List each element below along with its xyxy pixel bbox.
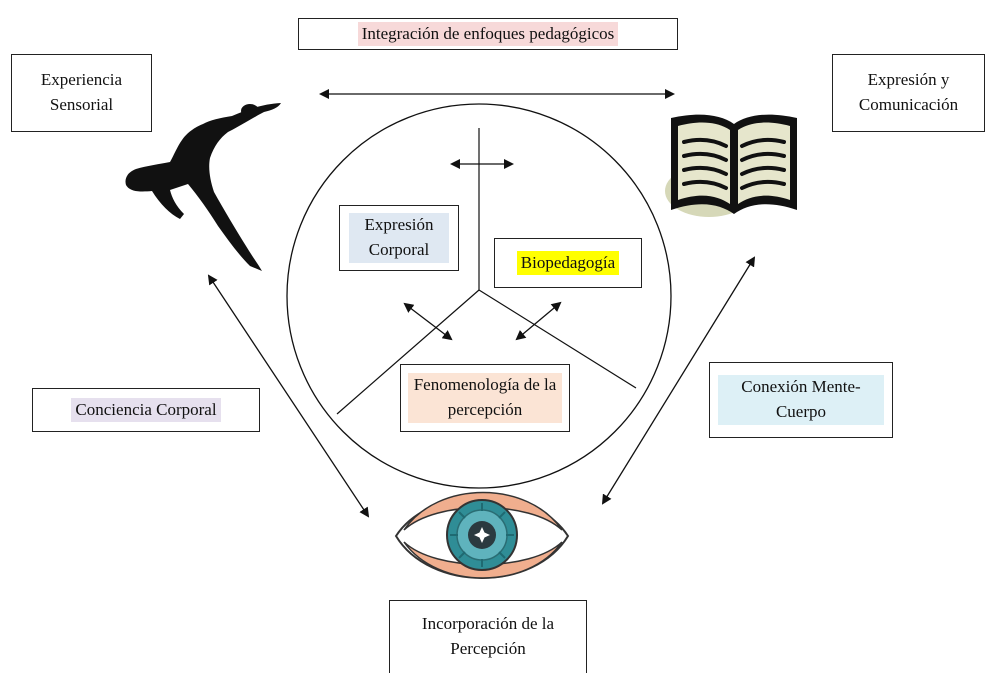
expresion-comunicacion-label: Expresión y Comunicación [858, 70, 959, 114]
biopedagogia-box: Biopedagogía [494, 238, 642, 288]
top-label: Integración de enfoques pedagógicos [357, 21, 619, 47]
expresion-corporal-label: Expresión Corporal [349, 213, 449, 263]
expresion-corporal-box: Expresión Corporal [339, 205, 459, 271]
experiencia-sensorial-box: Experiencia Sensorial [11, 54, 152, 132]
conexion-mente-cuerpo-label: Conexión Mente-Cuerpo [718, 375, 884, 425]
arrow-left-long [207, 274, 370, 518]
arrow-inner-left [403, 302, 453, 341]
eye-icon [394, 491, 570, 579]
book-icon [665, 114, 797, 217]
fenomenologia-box: Fenomenología de la percepción [400, 364, 570, 432]
conexion-mente-cuerpo-box: Conexión Mente-Cuerpo [709, 362, 893, 438]
experiencia-sensorial-label: Experiencia Sensorial [40, 70, 123, 114]
arrow-right-long [601, 256, 756, 505]
expresion-comunicacion-box: Expresión y Comunicación [832, 54, 985, 132]
fenomenologia-label: Fenomenología de la percepción [408, 373, 562, 423]
top-label-box: Integración de enfoques pedagógicos [298, 18, 678, 50]
biopedagogia-label: Biopedagogía [516, 250, 620, 276]
conciencia-corporal-box: Conciencia Corporal [32, 388, 260, 432]
incorporacion-label: Incorporación de la Percepción [421, 614, 555, 658]
dancer-icon [125, 103, 282, 271]
conciencia-corporal-label: Conciencia Corporal [71, 397, 221, 423]
arrow-inner-right [515, 301, 562, 341]
incorporacion-box: Incorporación de la Percepción [389, 600, 587, 673]
